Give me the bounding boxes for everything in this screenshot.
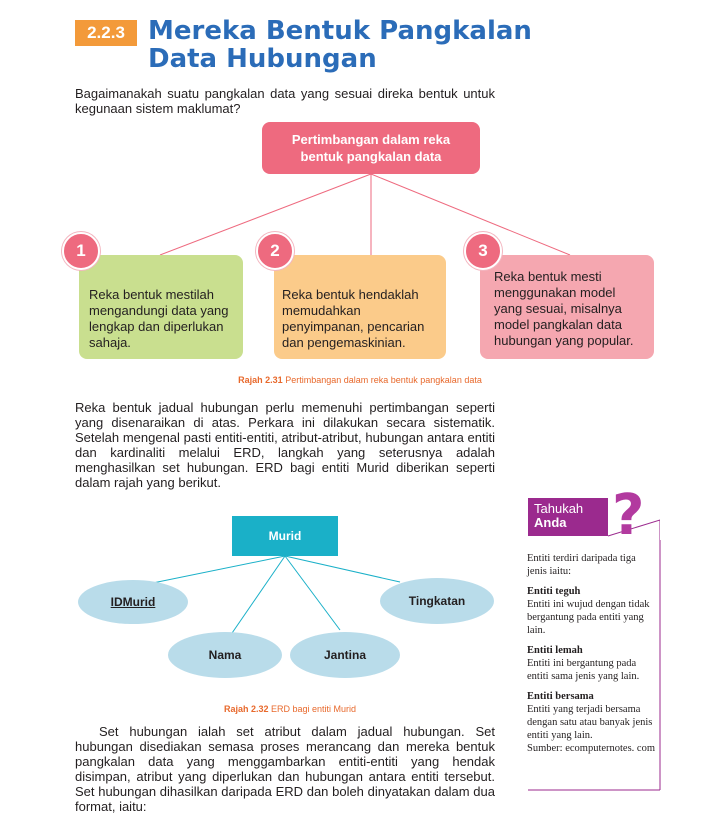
erd-attr-nama: Nama [168, 632, 282, 678]
section-title-line1: Mereka Bentuk Pangkalan [148, 16, 532, 46]
tahukah-item-title: Entiti bersama [527, 691, 594, 702]
considerations-line1: Pertimbangan dalam reka [291, 132, 451, 147]
caption-label: Rajah 2.32 [223, 704, 269, 714]
tahukah-banner [528, 498, 660, 552]
erd-attr-idmurid: IDMurid [78, 580, 188, 624]
body-paragraph-3: Set hubungan ialah set atribut dalam jad… [75, 724, 495, 814]
section-title: Mereka Bentuk Pangkalan Data Hubungan [148, 17, 548, 73]
card-1: Reka bentuk mestilah mengandungi data ya… [79, 255, 243, 359]
caption-text: ERD bagi entiti Murid [271, 704, 357, 714]
card-3-text: Reka bentuk mesti menggunakan model yang… [494, 269, 634, 348]
tahukah-item-desc: Entiti ini wujud dengan tidak bergantung… [527, 599, 650, 636]
erd-attr-tingkatan: Tingkatan [380, 578, 494, 624]
tahukah-item-title: Entiti lemah [527, 645, 583, 656]
tahukah-item-title: Entiti teguh [527, 586, 581, 597]
erd-connectors [137, 555, 401, 637]
erd-attr-jantina: Jantina [290, 632, 400, 678]
badge-3: 3 [464, 232, 502, 270]
card-1-text: Reka bentuk mestilah mengandungi data ya… [89, 287, 229, 350]
tahukah-line2: Anda [534, 515, 567, 530]
question-mark-icon: ? [612, 483, 645, 548]
tahukah-body: Entiti terdiri daripada tiga jenis iaitu… [527, 552, 657, 762]
caption-label: Rajah 2.31 [238, 375, 283, 385]
card-2: Reka bentuk hendaklah memudahkan penyimp… [274, 255, 446, 359]
diagram1-connectors [159, 173, 571, 256]
card-3: Reka bentuk mesti menggunakan model yang… [480, 255, 654, 359]
figure-caption-2-32: Rajah 2.32 ERD bagi entiti Murid [180, 704, 400, 714]
figure-caption-2-31: Rajah 2.31 Pertimbangan dalam reka bentu… [200, 375, 520, 385]
tahukah-line1: Tahukah [534, 501, 584, 516]
erd-entity: Murid [232, 516, 338, 556]
tahukah-item-3: Entiti bersama Entiti yang terjadi bersa… [527, 690, 657, 742]
tahukah-item-2: Entiti lemah Entiti ini bergantung pada … [527, 644, 657, 683]
tahukah-source: Sumber: ecomputernotes. com [527, 743, 656, 754]
badge-2: 2 [256, 232, 294, 270]
considerations-box: Pertimbangan dalam reka bentuk pangkalan… [262, 122, 480, 174]
caption-text: Pertimbangan dalam reka bentuk pangkalan… [285, 375, 482, 385]
tahukah-label: Tahukah Anda [534, 502, 583, 530]
section-number: 2.2.3 [75, 20, 137, 46]
card-2-text: Reka bentuk hendaklah memudahkan penyimp… [282, 287, 425, 350]
tahukah-frame [528, 540, 661, 791]
tahukah-intro: Entiti terdiri daripada tiga jenis iaitu… [527, 553, 636, 577]
tahukah-item-desc: Entiti yang terjadi bersama dengan satu … [527, 704, 653, 741]
badge-1: 1 [62, 232, 100, 270]
body-paragraph-2: Reka bentuk jadual hubungan perlu memenu… [75, 400, 495, 490]
considerations-line2: bentuk pangkalan data [300, 149, 442, 164]
tahukah-item-1: Entiti teguh Entiti ini wujud dengan tid… [527, 585, 657, 637]
tahukah-anda-header: ? Tahukah Anda [528, 488, 660, 552]
tahukah-item-desc: Entiti ini bergantung pada entiti sama j… [527, 658, 640, 682]
section-title-line2: Data Hubungan [148, 44, 377, 74]
intro-paragraph: Bagaimanakah suatu pangkalan data yang s… [75, 86, 495, 116]
